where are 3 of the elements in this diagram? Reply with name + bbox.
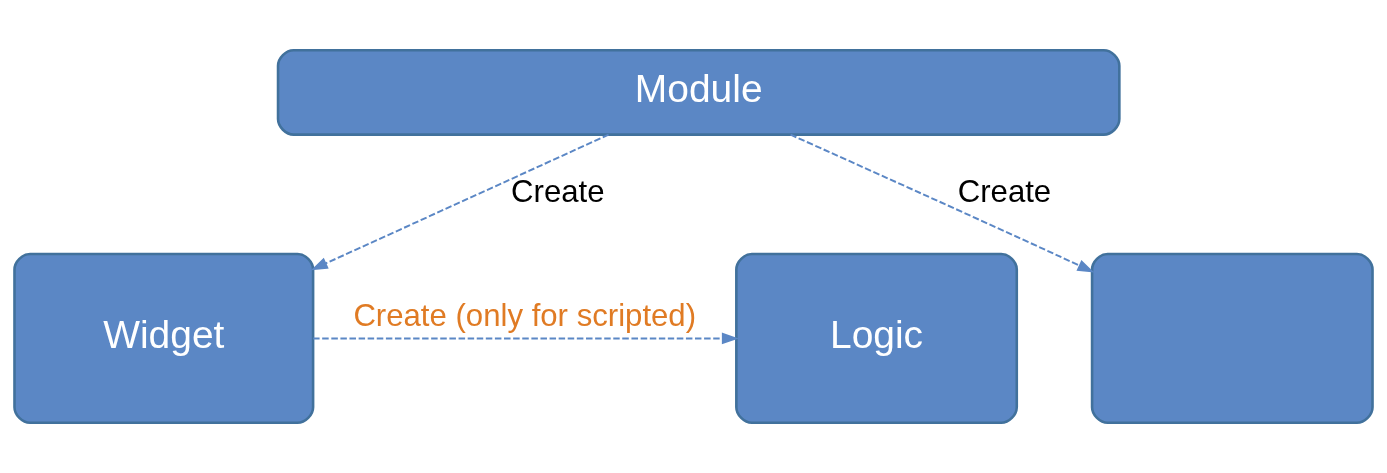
edge-label: Create: [957, 174, 1052, 210]
edge-label: Create: [511, 174, 605, 210]
edge-label: Create (only for scripted): [353, 297, 697, 333]
